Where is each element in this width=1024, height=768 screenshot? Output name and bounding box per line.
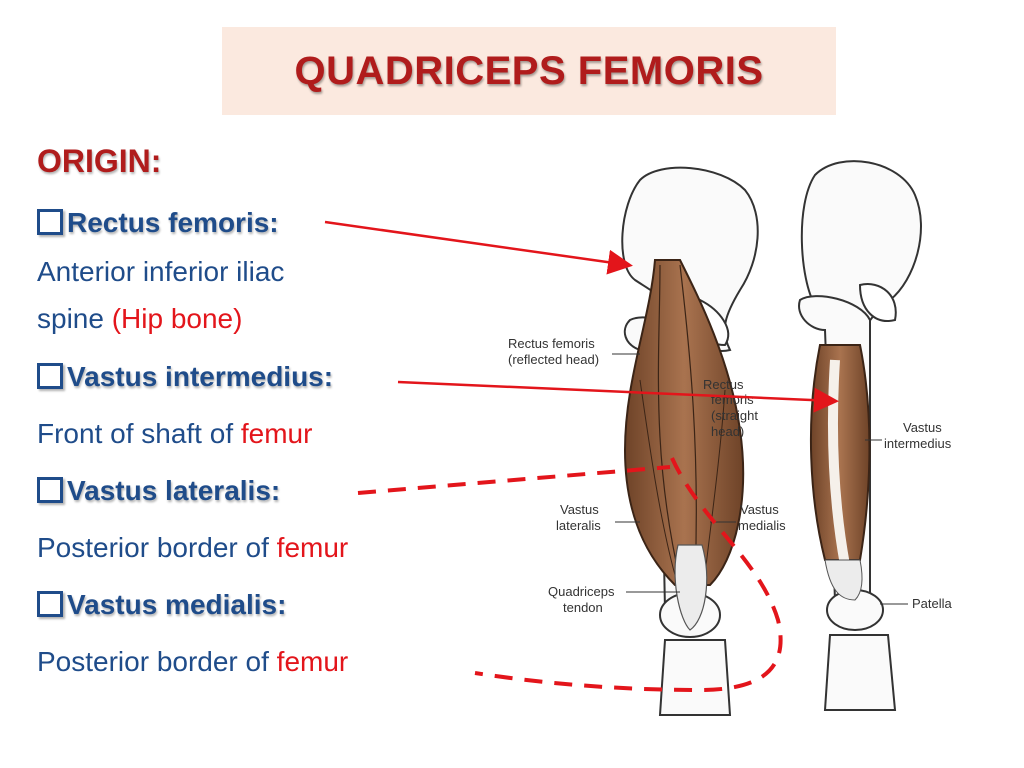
checkbox-bullet-icon (37, 363, 63, 389)
dashed-pointer-vastus-medialis (474, 457, 783, 693)
slide-title: QUADRICEPS FEMORIS (294, 48, 764, 93)
rectus-femoris-desc-prefix: spine (37, 303, 112, 334)
label-qt-1: Quadriceps (548, 584, 615, 599)
bullet-vastus-lateralis: Vastus lateralis: (37, 475, 280, 507)
label-rf-straight-2: femoris (711, 392, 754, 407)
femur-highlight: femur (240, 418, 313, 449)
label-vl-1: Vastus (560, 502, 599, 517)
label-rf-reflected-1: Rectus femoris (508, 336, 595, 351)
quadriceps-muscles-left (623, 259, 745, 631)
label-vm-1: Vastus (740, 502, 779, 517)
vastus-intermedius-desc-prefix: Front of shaft of (37, 418, 241, 449)
vastus-medialis-desc-prefix: Posterior border of (37, 646, 277, 677)
bullet-vastus-intermedius: Vastus intermedius: (37, 361, 333, 393)
vastus-lateralis-label: Vastus lateralis: (67, 475, 281, 506)
label-rf-straight-3: (straight (711, 408, 758, 423)
origin-heading: ORIGIN: (37, 143, 162, 179)
title-banner: QUADRICEPS FEMORIS (222, 27, 836, 115)
arrow-rectus-femoris (324, 220, 633, 275)
rectus-femoris-label: Rectus femoris: (67, 207, 279, 238)
label-vl-2: lateralis (556, 518, 601, 533)
vastus-intermedius-label: Vastus intermedius: (67, 361, 334, 392)
rectus-femoris-desc-1: Anterior inferior iliac (37, 256, 285, 287)
vastus-intermedius-right (809, 344, 871, 601)
vastus-intermedius-desc: Front of shaft of femur (37, 418, 312, 450)
femur-highlight: femur (276, 532, 349, 563)
checkbox-bullet-icon (37, 477, 63, 503)
bullet-rectus-femoris: Rectus femoris: (37, 207, 279, 239)
vastus-medialis-desc: Posterior border of femur (37, 646, 348, 678)
label-vi-1: Vastus (903, 420, 942, 435)
vastus-medialis-label: Vastus medialis: (67, 589, 287, 620)
arrow-vastus-intermedius (397, 380, 839, 413)
label-vi-2: intermedius (884, 436, 952, 451)
label-patella: Patella (912, 596, 953, 611)
checkbox-bullet-icon (37, 591, 63, 617)
checkbox-bullet-icon (37, 209, 63, 235)
label-rf-reflected-2: (reflected head) (508, 352, 599, 367)
hip-bone-highlight: (Hip bone) (111, 303, 243, 334)
label-qt-2: tendon (563, 600, 603, 615)
rectus-femoris-desc-2: spine (Hip bone) (37, 303, 242, 335)
label-rf-straight-4: head) (711, 424, 744, 439)
label-rf-straight-1: Rectus (703, 377, 744, 392)
dashed-pointer-vastus-lateralis (357, 465, 671, 495)
vastus-lateralis-desc-prefix: Posterior border of (37, 532, 277, 563)
bullet-vastus-medialis: Vastus medialis: (37, 589, 286, 621)
femur-highlight: femur (276, 646, 349, 677)
label-vm-2: medialis (738, 518, 786, 533)
vastus-lateralis-desc: Posterior border of femur (37, 532, 348, 564)
